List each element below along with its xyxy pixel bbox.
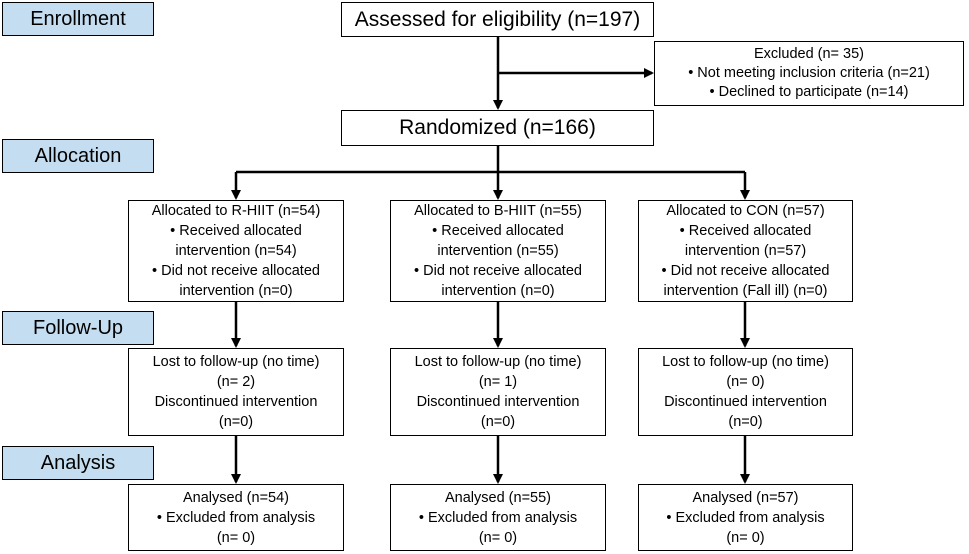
lost-count: (n= 1) bbox=[478, 374, 518, 390]
excluded-analysis-count: (n= 0) bbox=[726, 529, 765, 546]
not-received-count: intervention (Fall ill) (n=0) bbox=[663, 283, 828, 299]
received-count: intervention (n=54) bbox=[175, 243, 297, 259]
analysed-label: Analysed (n=54) bbox=[183, 489, 289, 506]
excluded-title: Excluded (n= 35) bbox=[753, 46, 865, 62]
lost-label: Lost to follow-up (no time) bbox=[414, 354, 582, 370]
excluded-item-declined: Declined to participate (n=14) bbox=[710, 83, 909, 102]
lost-count: (n= 2) bbox=[216, 374, 256, 390]
not-received-label: Did not receive allocated bbox=[662, 261, 830, 281]
randomized-box: Randomized (n=166) bbox=[341, 110, 654, 146]
excluded-analysis-count: (n= 0) bbox=[216, 529, 256, 546]
allocation-title: Allocated to R-HIIT (n=54) bbox=[151, 203, 321, 219]
analysed-label: Analysed (n=55) bbox=[445, 489, 551, 506]
received-label: Received allocated bbox=[170, 221, 302, 241]
assessed-text: Assessed for eligibility (n=197) bbox=[354, 7, 641, 31]
lost-label: Lost to follow-up (no time) bbox=[662, 354, 829, 370]
excluded-analysis-count: (n= 0) bbox=[478, 529, 518, 546]
received-label: Received allocated bbox=[432, 221, 564, 241]
allocation-box-con: Allocated to CON (n=57) Received allocat… bbox=[638, 200, 853, 302]
allocation-box-r-hiit: Allocated to R-HIIT (n=54) Received allo… bbox=[128, 200, 344, 302]
discontinued-label: Discontinued intervention bbox=[664, 394, 827, 410]
discontinued-label: Discontinued intervention bbox=[154, 394, 318, 410]
followup-box-b-hiit: Lost to follow-up (no time) (n= 1) Disco… bbox=[390, 348, 606, 436]
not-received-count: intervention (n=0) bbox=[441, 283, 555, 299]
discontinued-count: (n=0) bbox=[480, 414, 516, 430]
allocation-title: Allocated to B-HIIT (n=55) bbox=[414, 203, 582, 219]
received-label: Received allocated bbox=[680, 221, 812, 241]
excluded-analysis-label: Excluded from analysis bbox=[666, 508, 825, 528]
allocation-box-b-hiit: Allocated to B-HIIT (n=55) Received allo… bbox=[390, 200, 606, 302]
not-received-label: Did not receive allocated bbox=[414, 261, 582, 281]
followup-box-con: Lost to follow-up (no time) (n= 0) Disco… bbox=[638, 348, 853, 436]
analysis-box-con: Analysed (n=57) Excluded from analysis (… bbox=[638, 484, 853, 551]
stage-label-followup: Follow-Up bbox=[2, 311, 154, 345]
excluded-item-inclusion: Not meeting inclusion criteria (n=21) bbox=[688, 64, 930, 83]
discontinued-count: (n=0) bbox=[728, 414, 763, 430]
discontinued-label: Discontinued intervention bbox=[416, 394, 580, 410]
not-received-label: Did not receive allocated bbox=[152, 261, 320, 281]
assessed-box: Assessed for eligibility (n=197) bbox=[341, 2, 654, 37]
received-count: intervention (n=55) bbox=[437, 243, 559, 259]
excluded-box: Excluded (n= 35) Not meeting inclusion c… bbox=[654, 41, 964, 106]
stage-label-enrollment: Enrollment bbox=[2, 2, 154, 36]
lost-count: (n= 0) bbox=[726, 374, 765, 390]
stage-label-analysis: Analysis bbox=[2, 446, 154, 480]
received-count: intervention (n=57) bbox=[684, 243, 807, 259]
allocation-title: Allocated to CON (n=57) bbox=[666, 203, 825, 219]
analysis-box-b-hiit: Analysed (n=55) Excluded from analysis (… bbox=[390, 484, 606, 551]
analysed-label: Analysed (n=57) bbox=[692, 489, 799, 506]
analysis-box-r-hiit: Analysed (n=54) Excluded from analysis (… bbox=[128, 484, 344, 551]
lost-label: Lost to follow-up (no time) bbox=[152, 354, 320, 370]
not-received-count: intervention (n=0) bbox=[179, 283, 293, 299]
excluded-analysis-label: Excluded from analysis bbox=[157, 508, 315, 528]
followup-box-r-hiit: Lost to follow-up (no time) (n= 2) Disco… bbox=[128, 348, 344, 436]
randomized-text: Randomized (n=166) bbox=[399, 116, 596, 139]
stage-label-allocation: Allocation bbox=[2, 139, 154, 173]
excluded-analysis-label: Excluded from analysis bbox=[419, 508, 577, 528]
discontinued-count: (n=0) bbox=[218, 414, 254, 430]
